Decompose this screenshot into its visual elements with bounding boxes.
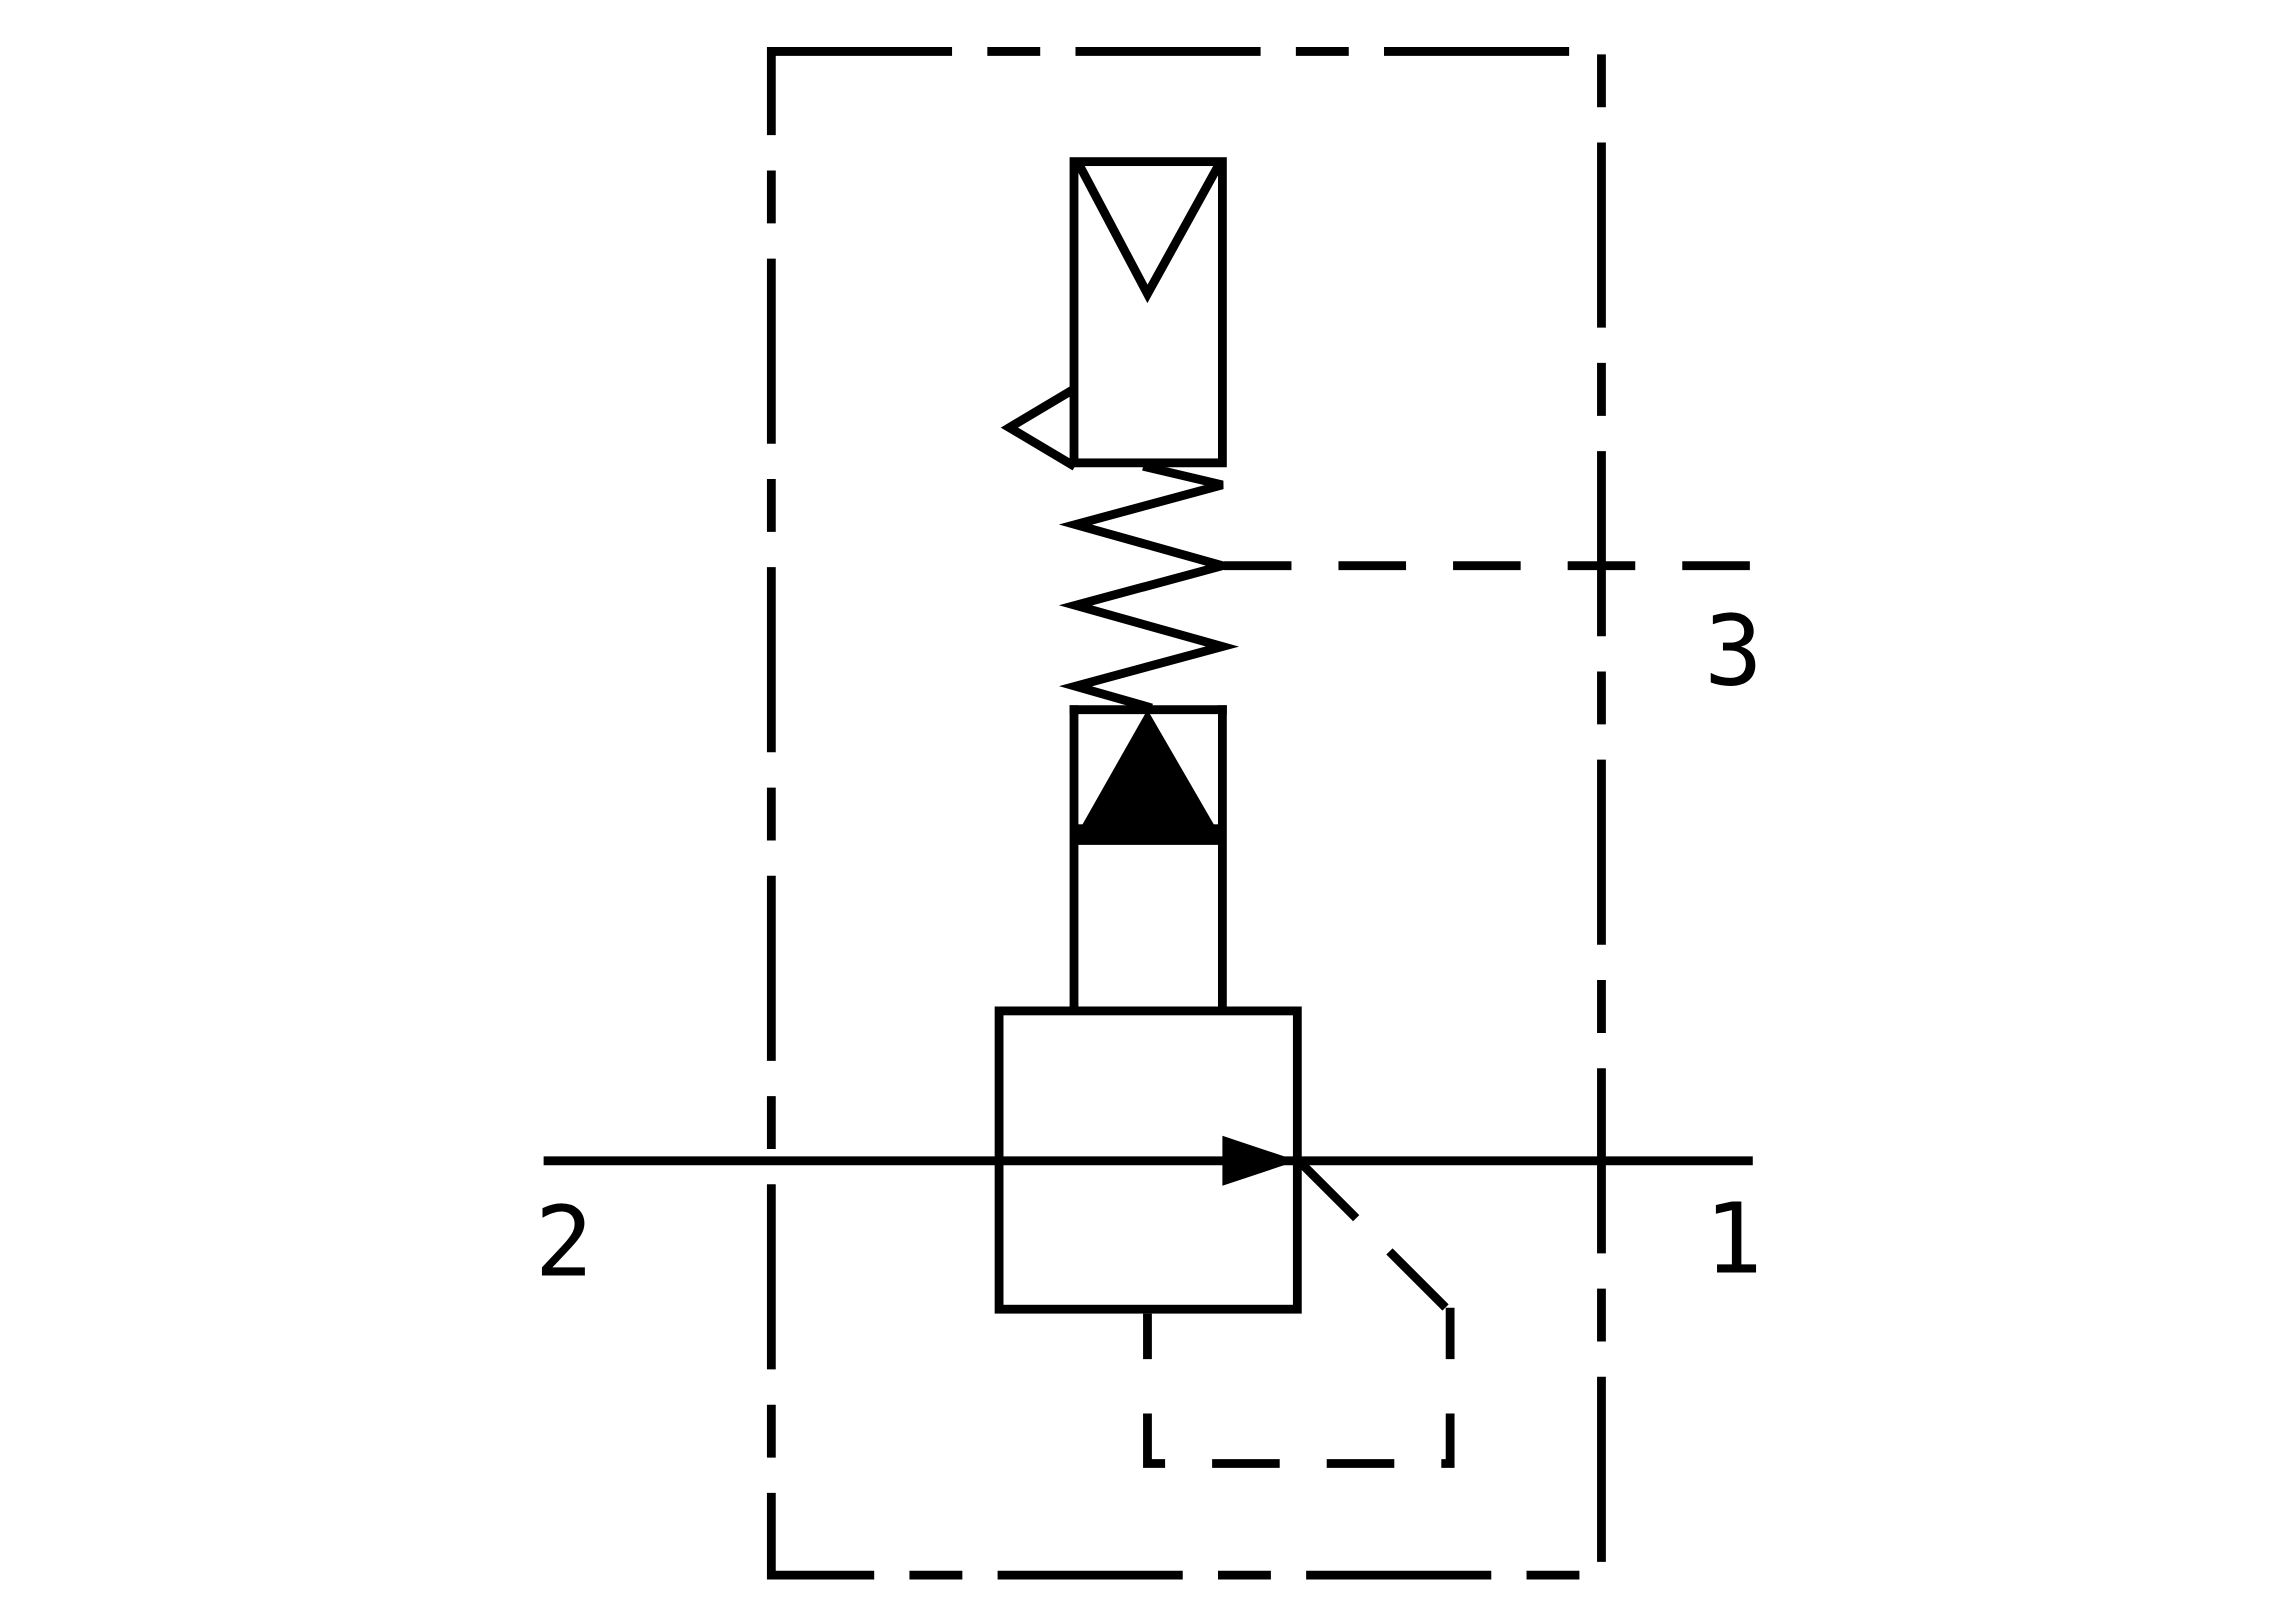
enclosure-boundary (766, 47, 1606, 1580)
port-2-label: 2 (535, 1185, 593, 1298)
port-1-label: 1 (1704, 1182, 1762, 1295)
check-element (1069, 705, 1227, 1013)
flow-arrow (1222, 1135, 1298, 1186)
pilot-actuator (1000, 157, 1227, 471)
filled-triangle (1078, 709, 1218, 832)
spring (1058, 461, 1240, 713)
adjust-line (1296, 1158, 1457, 1319)
port-3-label: 3 (1704, 595, 1762, 708)
internal-drain (1143, 1413, 1455, 1468)
